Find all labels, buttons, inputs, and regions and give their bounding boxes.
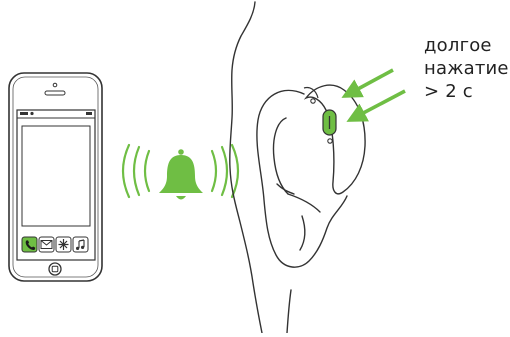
home-button-icon[interactable]	[49, 263, 61, 275]
device-button[interactable]	[323, 110, 336, 135]
device-microphone	[311, 99, 315, 103]
bluetooth-icon[interactable]	[56, 237, 71, 252]
device-indicator	[328, 139, 332, 143]
arrow-upper	[345, 70, 393, 96]
phone-call-icon[interactable]	[22, 237, 37, 252]
ringing-indicator	[123, 145, 238, 200]
music-icon[interactable]	[73, 237, 88, 252]
bell-icon	[159, 149, 203, 199]
mail-icon[interactable]	[39, 237, 54, 252]
instruction-line-3: > 2 с	[424, 80, 510, 103]
instruction-line-1: долгое	[424, 34, 510, 57]
smartphone	[9, 73, 102, 281]
instruction-caption: долгое нажатие > 2 с	[424, 34, 510, 103]
hearing-device	[304, 85, 365, 194]
instruction-line-2: нажатие	[424, 57, 510, 80]
arrow-lower	[350, 91, 405, 120]
sound-waves-right	[212, 145, 238, 197]
sound-waves-left	[123, 145, 149, 197]
